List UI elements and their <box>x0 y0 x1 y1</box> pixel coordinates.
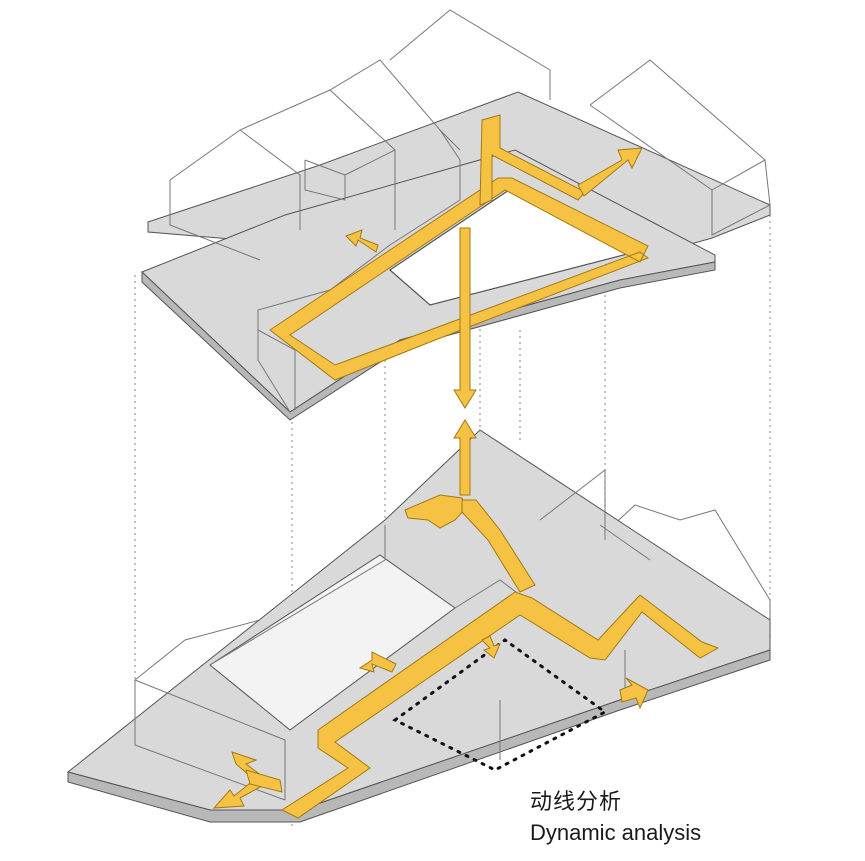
lower-floor-edge <box>67 649 771 823</box>
event-zone-outline <box>392 638 608 772</box>
lower-level <box>66 419 771 823</box>
upper-arrow-left <box>345 229 379 253</box>
spiral-stair <box>404 494 467 529</box>
vertical-arrow-up <box>453 419 477 496</box>
lower-volumes-front <box>134 468 651 801</box>
upper-circulation-route <box>269 114 650 409</box>
diagram-caption: 动线分析 Dynamic analysis <box>530 788 701 848</box>
caption-title-en: Dynamic analysis <box>530 820 702 845</box>
upper-arrow-right <box>577 147 643 197</box>
stair-ramp <box>461 499 536 593</box>
lower-branch <box>245 769 283 793</box>
lower-arrow-down-into-zone <box>481 635 501 659</box>
caption-title-zh: 动线分析 <box>530 790 623 815</box>
vertical-arrow-down <box>453 227 477 409</box>
upper-volumes <box>169 9 771 413</box>
lower-main-corridor <box>280 591 720 819</box>
upper-route-spine <box>479 114 586 206</box>
lower-circulation-route <box>212 419 720 819</box>
upper-level <box>141 9 771 421</box>
lower-arrow-left <box>358 651 397 673</box>
lower-arrow-right-entrance <box>619 677 649 710</box>
